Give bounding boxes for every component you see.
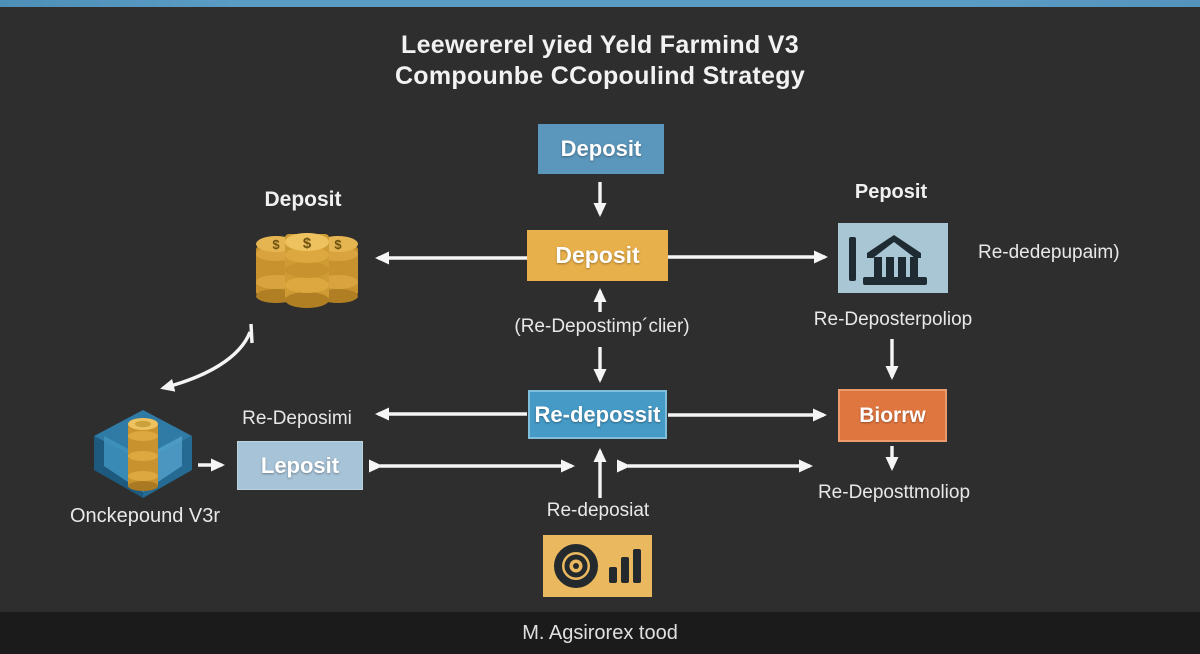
cube-label: Onckepound V3r bbox=[69, 505, 221, 527]
title-line-2: Compounbe CCopoulind Strategy bbox=[394, 62, 806, 90]
footer-text: M. Agsirorex tood bbox=[522, 621, 678, 644]
footer-bar: M. Agsirorex tood bbox=[0, 612, 1200, 654]
curved-arrow-tick bbox=[249, 323, 254, 344]
arrow-curved-to-cube bbox=[160, 331, 252, 392]
node-borrow: Biorrw bbox=[838, 389, 947, 442]
diagram-title: Leewererel yied Yeld Farmind V3 Compounb… bbox=[0, 30, 1200, 92]
center-note: (Re-Depostimp´clier) bbox=[514, 316, 690, 337]
svg-text:$: $ bbox=[334, 237, 342, 252]
node-redeposit: Re-depossit bbox=[528, 390, 667, 439]
coins-label: Deposit bbox=[264, 188, 342, 211]
coin-stacks-icon: $ $ bbox=[248, 220, 366, 308]
analytics-box bbox=[543, 535, 652, 597]
compound-cube-icon bbox=[90, 402, 196, 504]
bar-chart-icon bbox=[608, 549, 641, 583]
bank-note-right: Re-dedepupaim) bbox=[978, 242, 1120, 263]
bank-sub-label: Re-Deposterpoliop bbox=[813, 309, 973, 330]
svg-text:$: $ bbox=[272, 237, 280, 252]
node-deposit-top: Deposit bbox=[538, 124, 664, 174]
node-leposit-label: Leposit bbox=[260, 452, 340, 478]
bank-icon-box bbox=[838, 223, 948, 293]
redeposit-sub-label: Re-deposiat bbox=[546, 500, 650, 521]
bullseye-icon bbox=[553, 544, 598, 588]
top-accent-bar bbox=[0, 0, 1200, 7]
svg-text:$: $ bbox=[303, 235, 312, 252]
node-deposit-top-label: Deposit bbox=[560, 136, 642, 161]
title-line-1: Leewererel yied Yeld Farmind V3 bbox=[401, 31, 799, 59]
node-borrow-label: Biorrw bbox=[859, 403, 926, 427]
node-redeposit-label: Re-depossit bbox=[534, 401, 661, 427]
node-deposit-center-label: Deposit bbox=[555, 242, 640, 268]
node-leposit: Leposit bbox=[237, 441, 363, 490]
redeposit-left-note: Re-Deposimi bbox=[242, 408, 352, 429]
bank-label: Peposit bbox=[854, 181, 928, 203]
borrow-sub-label: Re-Deposttmoliop bbox=[817, 482, 971, 503]
bank-icon bbox=[849, 235, 927, 285]
node-deposit-center: Deposit bbox=[527, 230, 668, 281]
